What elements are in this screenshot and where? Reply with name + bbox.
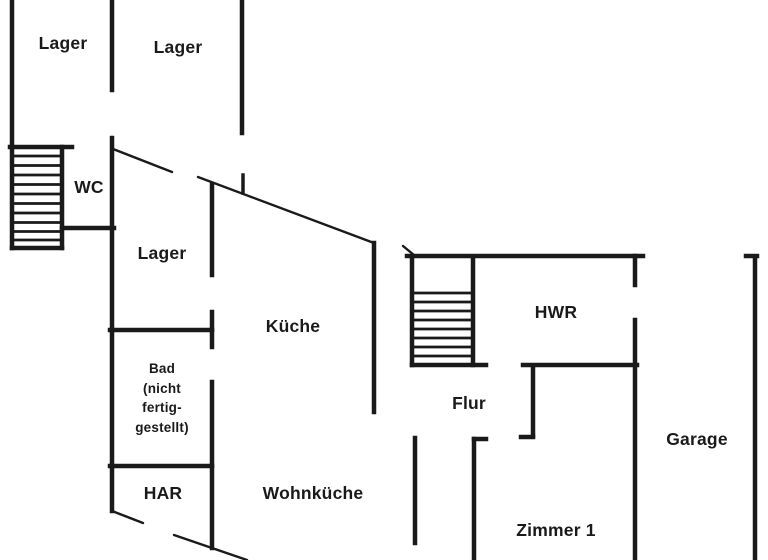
- room-label-kueche: Küche: [265, 316, 321, 336]
- room-label-bad: Bad (nicht fertig- gestellt): [135, 361, 189, 435]
- room-label-garage: Garage: [666, 429, 728, 449]
- walls-diagonal: [110, 147, 416, 560]
- stairs-icon: [11, 154, 63, 242]
- room-label-flur: Flur: [452, 393, 486, 413]
- wall-segment-diagonal: [110, 509, 145, 525]
- room-label-har: HAR: [143, 483, 183, 503]
- room-label-wc: WC: [74, 177, 104, 197]
- room-label-lager-1: Lager: [38, 33, 88, 53]
- walls-horizontal: [7, 144, 760, 469]
- wall-segment-diagonal: [172, 533, 249, 560]
- wall-segment-diagonal: [111, 147, 174, 174]
- stairs-icon: [411, 291, 474, 358]
- room-label-hwr: HWR: [534, 302, 578, 322]
- wall-segment-diagonal: [401, 244, 416, 257]
- room-label-lager-2: Lager: [153, 37, 203, 57]
- room-label-wohnkueche: Wohnküche: [262, 483, 364, 503]
- room-label-zimmer-1: Zimmer 1: [516, 520, 596, 540]
- wall-segment-diagonal: [196, 175, 376, 245]
- room-label-lager-3: Lager: [137, 243, 187, 263]
- walls-vertical: [9, 0, 758, 560]
